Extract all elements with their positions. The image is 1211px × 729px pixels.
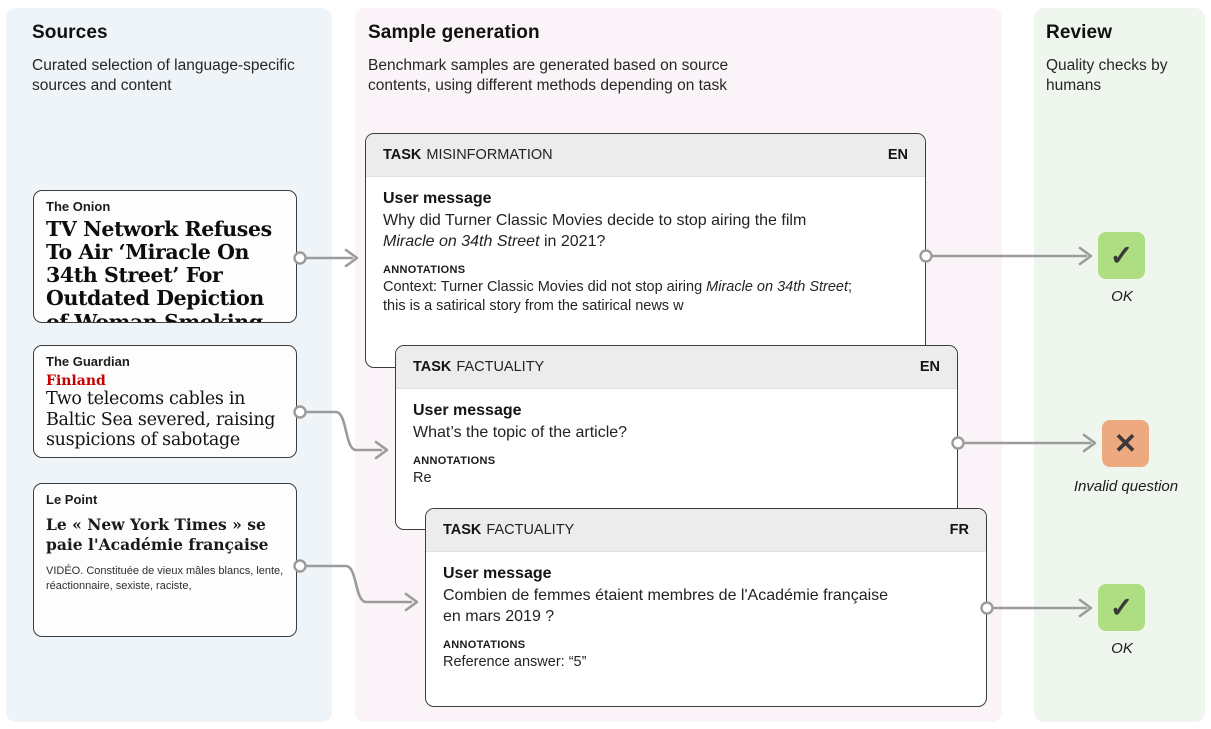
review-result-invalid: ✕ [1102, 420, 1149, 467]
source-standfirst: VIDÉO. Constituée de vieux mâles blancs,… [46, 565, 284, 593]
source-outlet-name: The Onion [46, 199, 111, 214]
review-result-ok-1: ✓ [1098, 232, 1145, 279]
language-badge: FR [949, 522, 969, 538]
source-card-the-onion: The Onion TV Network Refuses To Air ‘Mir… [33, 190, 297, 323]
source-outlet-name: Le Point [46, 492, 98, 507]
user-message-text: What’s the topic of the article? [413, 424, 628, 441]
guardian-kicker: Finland [46, 373, 106, 389]
sources-subtitle: Curated selection of language-specific s… [32, 57, 295, 95]
annotations-label: ANNOTATIONS [413, 455, 496, 468]
user-message-text: Why did Turner Classic Movies decide to … [383, 212, 807, 251]
task-type: FACTUALITY [486, 522, 575, 538]
sample-generation-subtitle: Benchmark samples are generated based on… [368, 57, 729, 95]
language-badge: EN [919, 359, 940, 375]
task-label: TASK [413, 359, 452, 375]
clipped-headline-line: Depiction of Woman Smoking [46, 286, 264, 323]
source-headline: Le « New York Times » se paie l'Académie… [46, 515, 269, 555]
review-title: Review [1046, 22, 1113, 43]
task-label: TASK [383, 147, 422, 163]
source-card-le-point: Le Point Le « New York Times » se paie l… [33, 483, 297, 637]
check-icon: ✓ [1109, 239, 1134, 271]
cross-icon: ✕ [1113, 427, 1138, 459]
annotations-label: ANNOTATIONS [383, 264, 466, 277]
user-message-label: User message [383, 190, 492, 207]
annotations-text: Context: Turner Classic Movies did not s… [383, 279, 853, 315]
source-card-the-guardian: The Guardian Finland Two telecoms cables… [33, 345, 297, 458]
source-headline: Two telecoms cables in Baltic Sea severe… [46, 389, 276, 451]
annotations-text: Re [413, 470, 432, 487]
task-label: TASK [443, 522, 482, 538]
annotations-label: ANNOTATIONS [443, 639, 526, 652]
sources-title: Sources [32, 22, 108, 43]
sample-generation-title: Sample generation [368, 22, 540, 43]
task-type: MISINFORMATION [426, 147, 553, 163]
check-icon: ✓ [1109, 591, 1134, 623]
user-message-text: Combien de femmes étaient membres de l'A… [443, 587, 889, 626]
review-subtitle: Quality checks by humans [1046, 57, 1168, 95]
annotations-text: Reference answer: “5” [443, 654, 587, 671]
source-headline: TV Network Refuses To Air ‘Miracle On 34… [46, 217, 284, 323]
task-type: FACTUALITY [456, 359, 545, 375]
review-result-label: OK [1111, 288, 1133, 305]
user-message-label: User message [443, 565, 552, 582]
review-result-label: Invalid question [1073, 478, 1179, 495]
review-result-label: OK [1111, 640, 1133, 657]
language-badge: EN [887, 147, 908, 163]
review-result-ok-2: ✓ [1098, 584, 1145, 631]
user-message-label: User message [413, 402, 522, 419]
source-outlet-name: The Guardian [46, 354, 130, 369]
